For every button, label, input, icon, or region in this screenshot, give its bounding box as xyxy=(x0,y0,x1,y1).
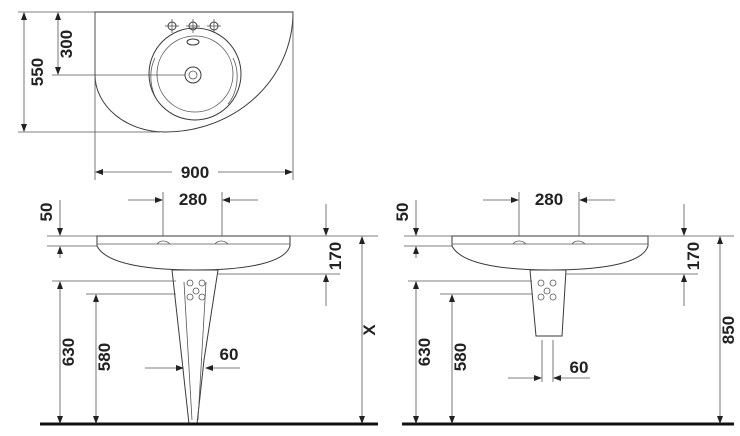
dim-top-drain: 300 xyxy=(57,30,76,58)
left-dim-tap-spacing: 280 xyxy=(179,190,207,209)
left-dim-bottom-height: 630 xyxy=(59,338,78,366)
right-half-pedestal xyxy=(529,269,567,337)
dim-top-width: 900 xyxy=(181,163,209,182)
right-siphon-icon xyxy=(537,279,557,301)
right-dim-rim-to-outlet: 170 xyxy=(684,242,703,270)
left-pedestal xyxy=(171,269,219,425)
drain-inner xyxy=(188,70,198,80)
bowl-inner xyxy=(156,35,234,113)
left-dim-rim-height: X xyxy=(360,324,379,336)
tap-holes xyxy=(165,19,221,46)
right-dim-tap-spacing: 280 xyxy=(535,190,563,209)
drain-outer xyxy=(184,66,202,84)
right-dim-bottom-height: 630 xyxy=(415,338,434,366)
right-dim-rim-height: 850 xyxy=(719,316,738,344)
right-basin xyxy=(451,235,649,271)
right-dim-rim: 50 xyxy=(393,203,412,222)
right-dim-pedestal: 60 xyxy=(570,358,589,377)
left-dim-pedestal: 60 xyxy=(220,345,239,364)
left-elevation: 280 50 630 580 170 X 60 xyxy=(37,190,379,426)
top-view: 550 300 900 xyxy=(18,11,294,182)
dim-top-depth: 550 xyxy=(28,58,47,86)
left-siphon-icon xyxy=(186,279,206,301)
left-dim-rim-to-outlet: 170 xyxy=(326,242,345,270)
left-dim-rim: 50 xyxy=(37,203,56,222)
left-dim-outlet-height: 580 xyxy=(95,343,114,371)
left-basin xyxy=(96,235,291,271)
bowl-outer xyxy=(148,27,242,121)
right-dim-outlet-height: 580 xyxy=(451,343,470,371)
right-elevation: 280 50 630 580 170 850 60 xyxy=(393,190,738,426)
basin-outline-top xyxy=(94,11,294,133)
